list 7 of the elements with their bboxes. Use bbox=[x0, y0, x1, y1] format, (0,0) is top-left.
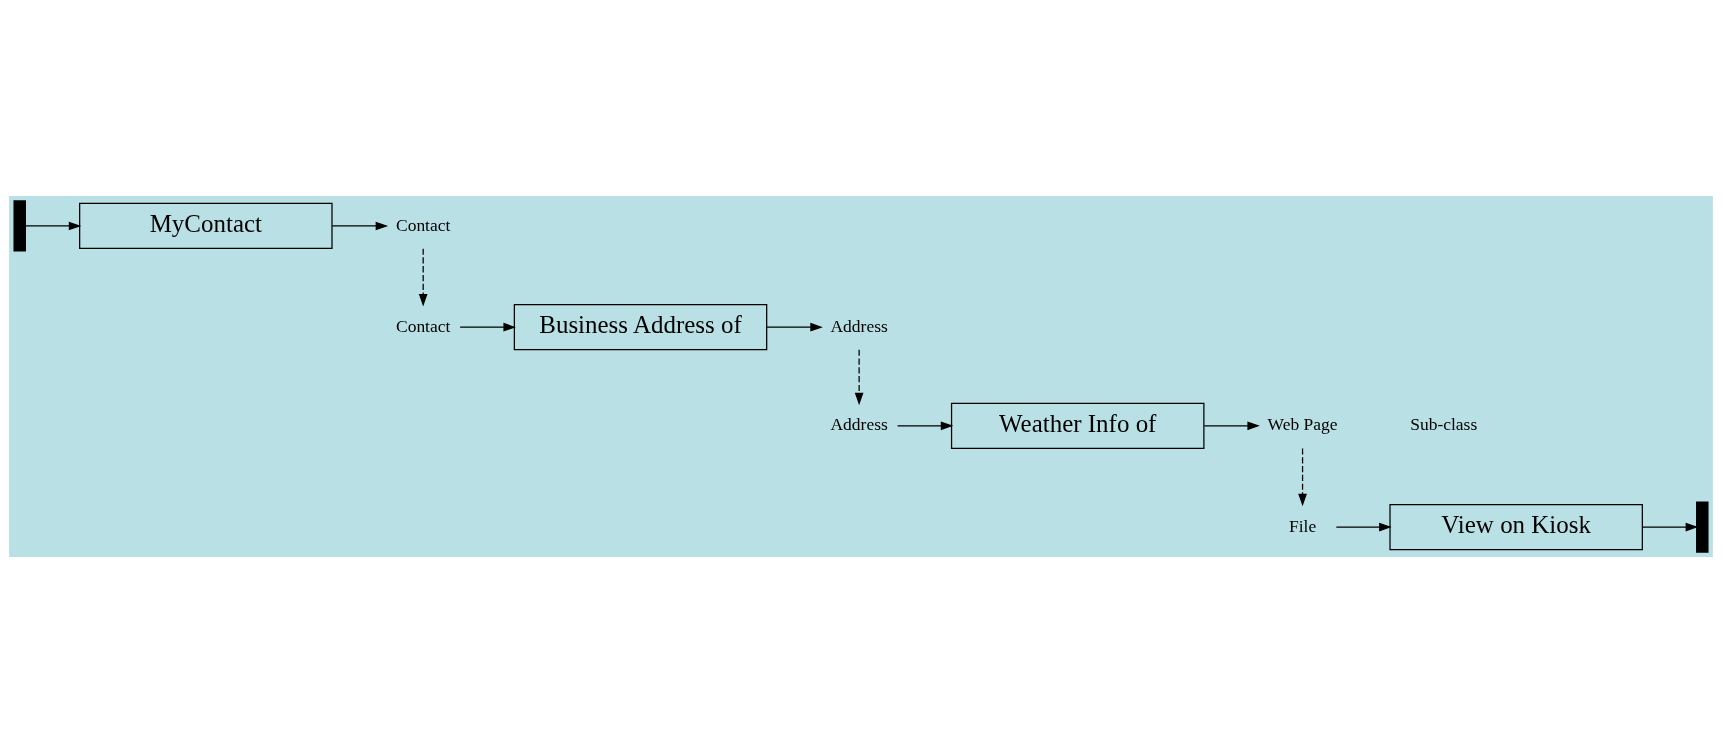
node-text: Contact bbox=[396, 315, 451, 336]
node-text: File bbox=[1288, 515, 1317, 536]
node-text: Address bbox=[830, 414, 888, 435]
node-text: Address bbox=[830, 315, 888, 336]
label: Sub-class bbox=[1410, 414, 1478, 435]
node-text: Contact bbox=[396, 214, 451, 235]
node-text: Web Page bbox=[1267, 414, 1338, 435]
